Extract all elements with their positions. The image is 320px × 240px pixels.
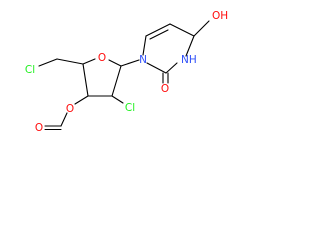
hydroxyl-label: OH	[212, 10, 228, 22]
ring-chlorine-label: Cl	[125, 102, 135, 114]
formyl-oxygen-label: O	[35, 122, 43, 134]
nh-label: NH	[181, 54, 197, 66]
formate-ester-group	[44, 95, 89, 131]
molecule-structure: O N NH OH O Cl Cl O O	[25, 10, 228, 134]
ester-oxygen-label: O	[66, 103, 74, 115]
methyl-chlorine-label: Cl	[25, 64, 35, 76]
structure-canvas: O N NH OH O Cl Cl O O	[0, 0, 230, 148]
ring-chloro-group	[111, 95, 124, 104]
n1-label: N	[139, 54, 147, 66]
ring-oxygen-label: O	[98, 52, 106, 64]
chloromethyl-group	[38, 58, 84, 67]
furanose-ring	[82, 58, 122, 97]
carbonyl-oxygen-label: O	[161, 83, 169, 95]
uracil-ring	[142, 20, 210, 84]
glycosidic-bond	[120, 59, 140, 67]
